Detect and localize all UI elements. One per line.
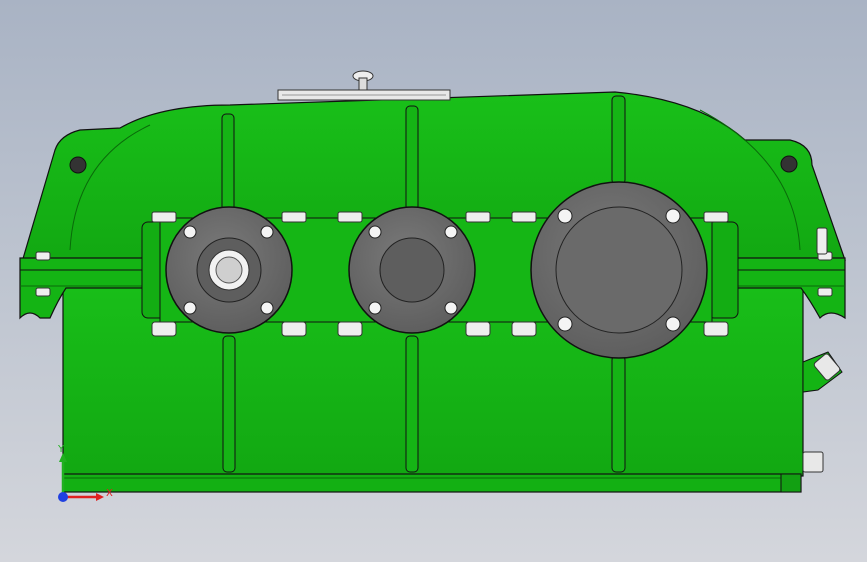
y-axis-label: Y — [57, 444, 65, 455]
lower-ribs — [222, 335, 626, 473]
bearing-cover-input — [165, 206, 293, 334]
origin-marker — [58, 492, 68, 502]
oil-level-plug — [802, 351, 843, 393]
bearing-cover-intermediate — [348, 206, 476, 334]
axis-triad: X Y — [57, 444, 113, 502]
drain-plug — [802, 451, 824, 473]
bearing-cover-output — [530, 181, 708, 359]
lifting-hole-right — [780, 155, 798, 173]
inspection-cover — [277, 70, 451, 101]
x-axis-label: X — [106, 488, 113, 499]
lifting-hole-left — [69, 156, 87, 174]
flange-bolts — [35, 211, 833, 337]
upper-ribs — [221, 95, 626, 213]
